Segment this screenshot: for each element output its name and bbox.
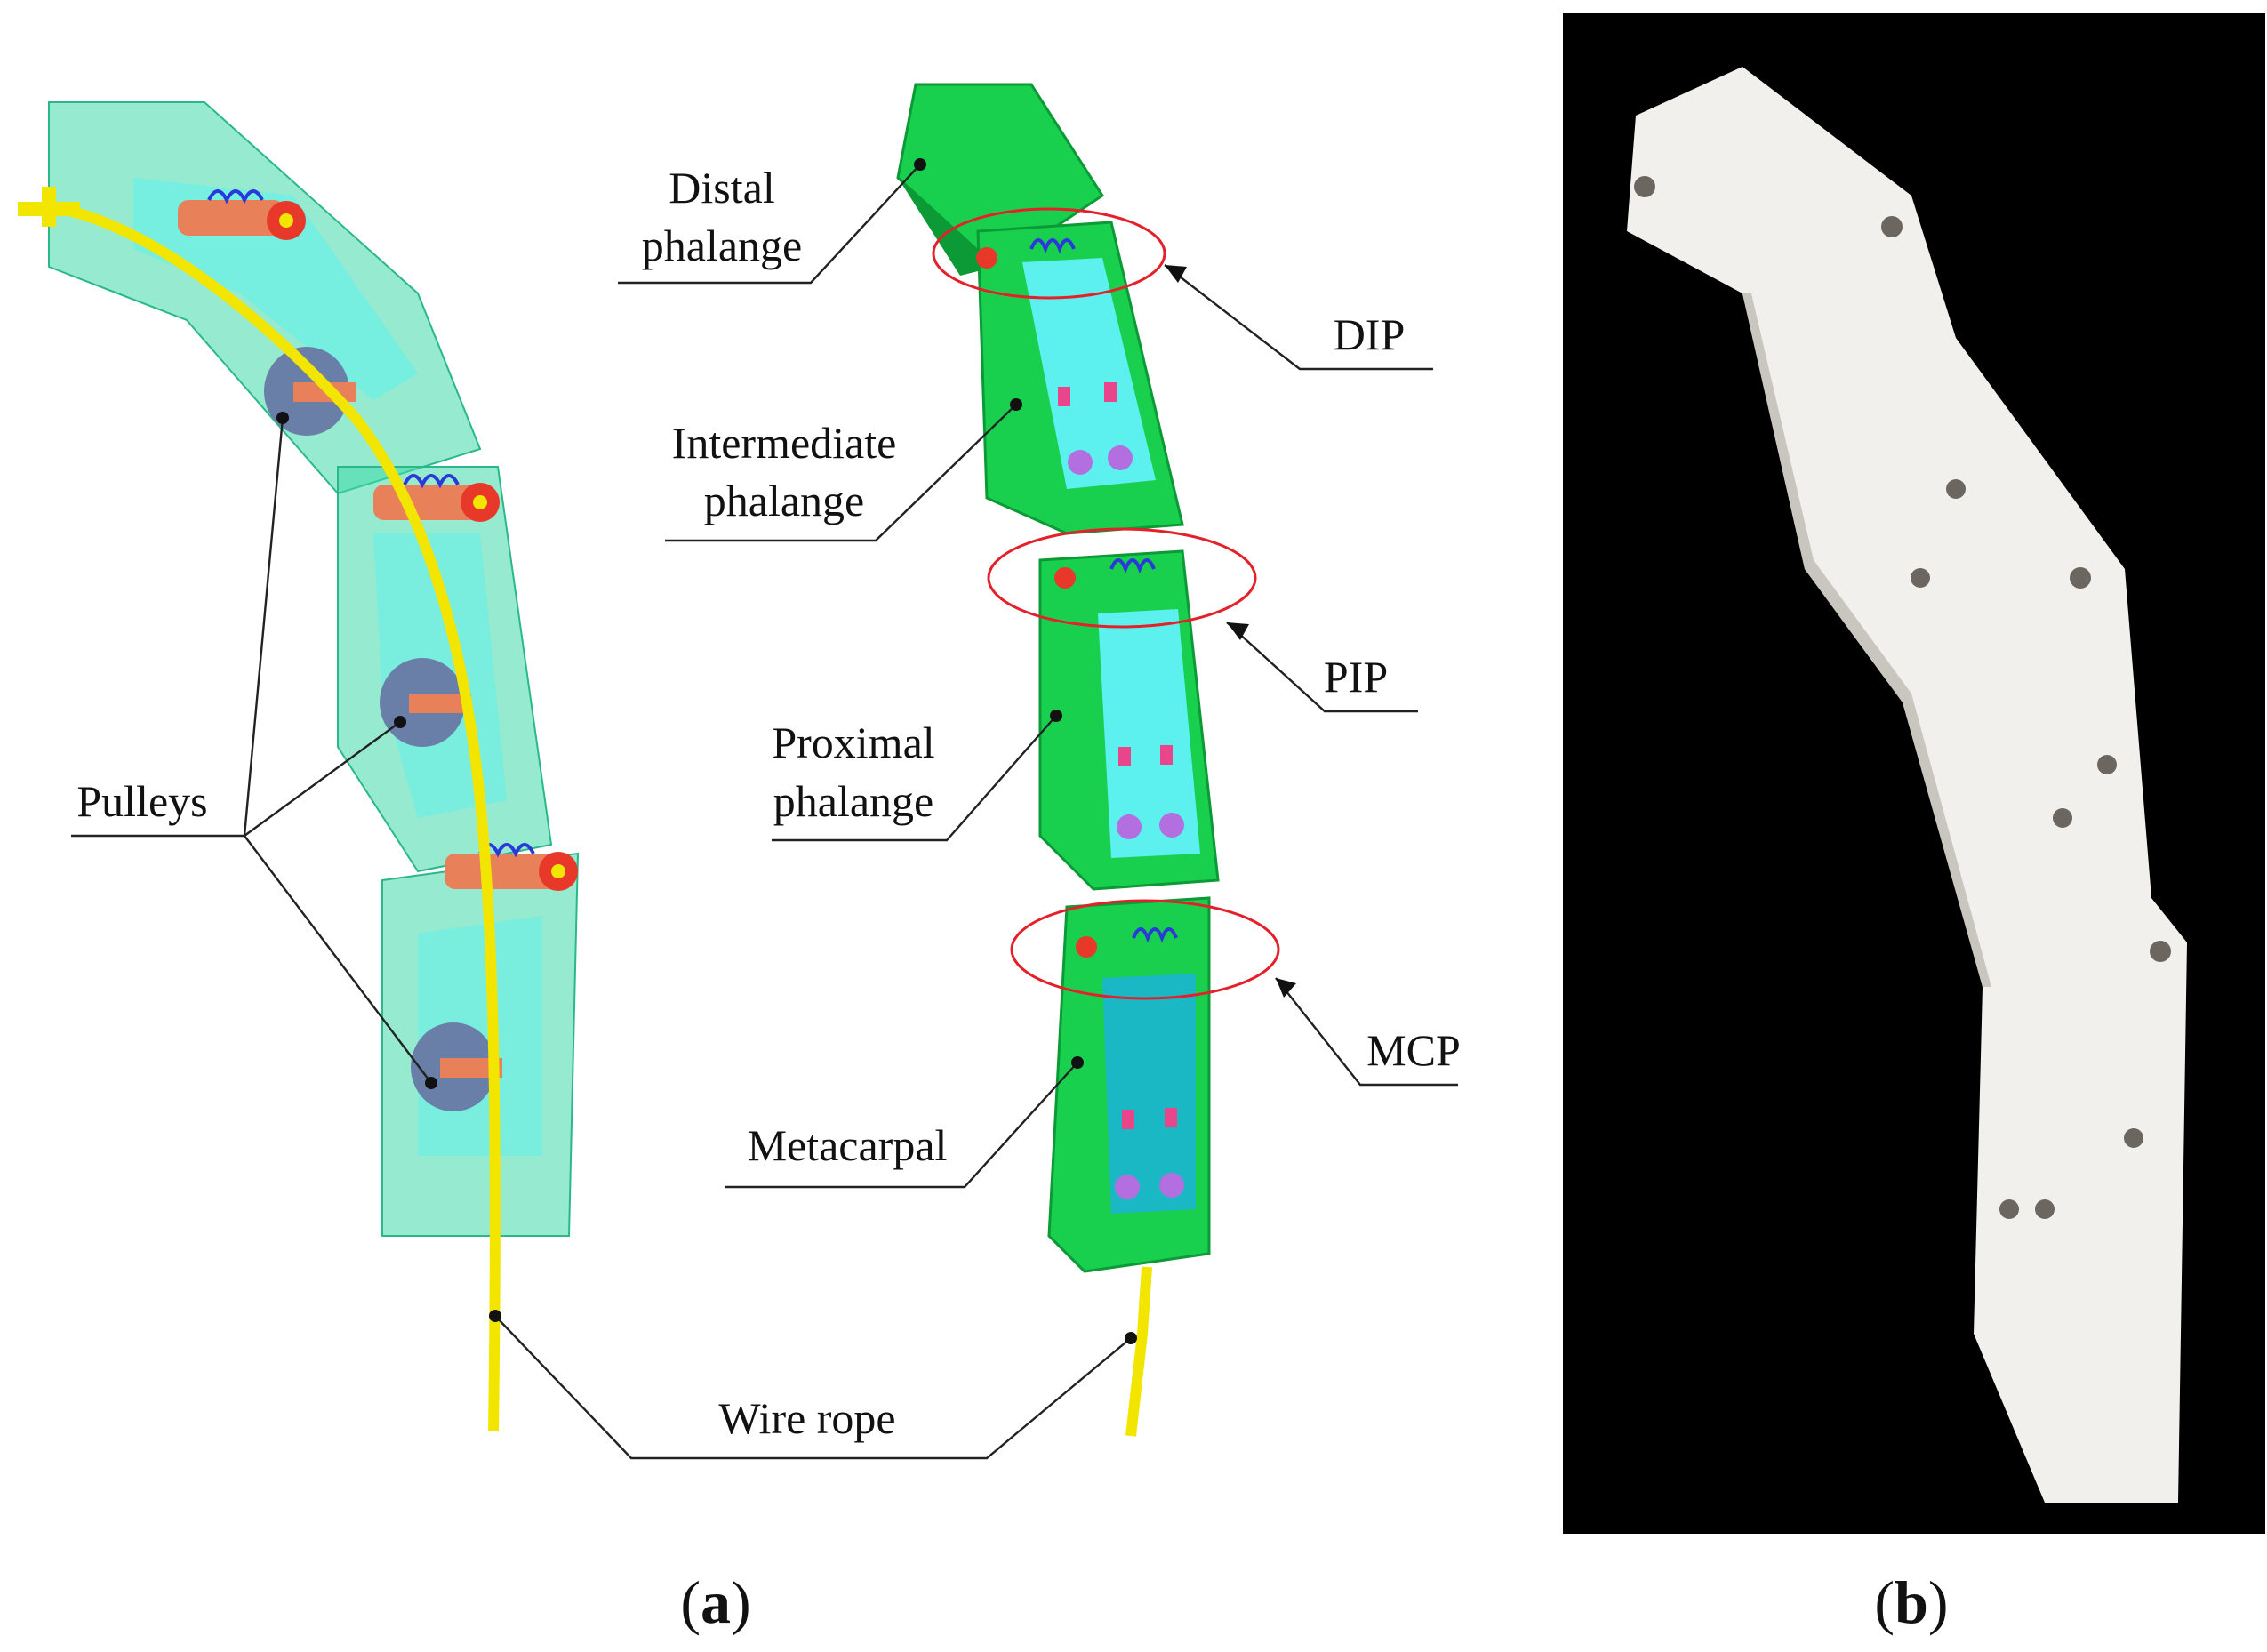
labels: Distal phalange Intermediate phalange Pr… bbox=[76, 163, 1460, 1443]
caption-a: (a) bbox=[680, 1568, 750, 1636]
mcp-joint-ellipse bbox=[1010, 899, 1280, 1000]
label-wire-rope: Wire rope bbox=[718, 1393, 895, 1443]
label-distal-line1: Distal bbox=[669, 163, 774, 213]
proximal-cyan-panel bbox=[1098, 609, 1200, 858]
leader-lines bbox=[71, 158, 1458, 1460]
transparent-finger-model bbox=[18, 101, 580, 1432]
label-pulleys: Pulleys bbox=[76, 776, 207, 826]
label-metacarpal: Metacarpal bbox=[748, 1120, 948, 1170]
photo-holes bbox=[1634, 176, 2171, 1219]
label-pip: PIP bbox=[1324, 652, 1388, 702]
label-dip: DIP bbox=[1334, 309, 1406, 359]
label-distal-line2: phalange bbox=[642, 221, 802, 270]
intermediate-cyan-panel bbox=[1022, 258, 1156, 489]
label-intermediate-line2: phalange bbox=[704, 476, 864, 525]
label-intermediate-line1: Intermediate bbox=[672, 418, 897, 468]
dip-joint-ellipse bbox=[932, 207, 1166, 300]
wire-rope-left bbox=[60, 204, 501, 1432]
printed-finger-part bbox=[1627, 67, 2187, 1503]
pulleys bbox=[264, 347, 502, 1111]
caption-b: (b) bbox=[1874, 1568, 1948, 1636]
label-proximal-line2: phalange bbox=[773, 776, 933, 826]
solid-finger-model bbox=[896, 83, 1280, 1437]
pip-joint-ellipse bbox=[987, 527, 1257, 629]
wire-rope-middle bbox=[1125, 1266, 1152, 1437]
solid-model-joints bbox=[976, 238, 1178, 958]
metacarpal-cyan-panel bbox=[1102, 974, 1196, 1214]
panel-captions: (a) (b) bbox=[680, 1568, 1948, 1636]
prototype-photo bbox=[1563, 13, 2265, 1534]
label-proximal-line1: Proximal bbox=[772, 718, 934, 767]
label-mcp: MCP bbox=[1366, 1025, 1461, 1075]
